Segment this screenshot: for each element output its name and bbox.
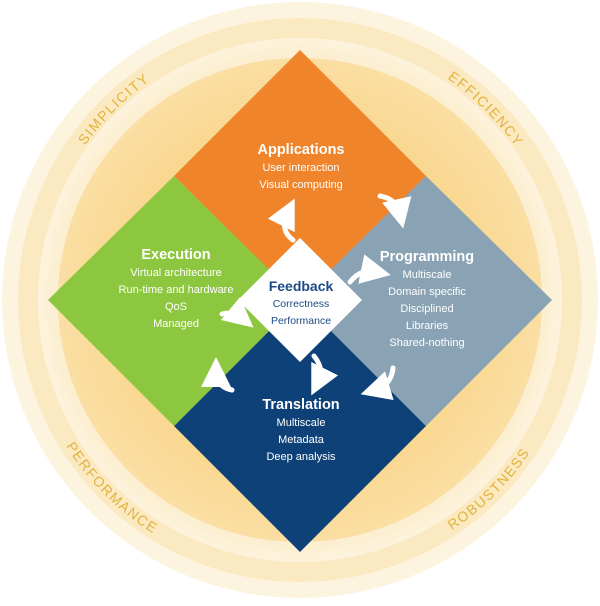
- execution-item: Run-time and hardware: [119, 284, 234, 296]
- translation-title: Translation: [262, 397, 339, 413]
- applications-item: User interaction: [262, 162, 339, 174]
- programming-title: Programming: [380, 249, 474, 265]
- programming-quadrant: [300, 176, 552, 426]
- applications-title: Applications: [257, 142, 344, 158]
- translation-item: Deep analysis: [266, 451, 336, 463]
- execution-item: Virtual architecture: [130, 267, 222, 279]
- programming-item: Domain specific: [388, 286, 466, 298]
- execution-item: QoS: [165, 301, 187, 313]
- feedback-item: Performance: [271, 315, 331, 327]
- programming-item: Shared-nothing: [389, 337, 464, 349]
- arrow-into-feedback-icon: [219, 296, 254, 328]
- arrow-curve-down-left-icon: [360, 365, 396, 401]
- arrow-up-icon: [267, 198, 296, 243]
- applications-item: Visual computing: [259, 179, 343, 191]
- arrow-right-icon: [347, 254, 391, 285]
- programming-item: Disciplined: [400, 303, 453, 315]
- arrow-curve-up-left-icon: [201, 357, 235, 393]
- arrow-curve-right-icon: [377, 193, 412, 229]
- programming-item: Multiscale: [403, 269, 452, 281]
- translation-item: Multiscale: [277, 417, 326, 429]
- feedback-title: Feedback: [269, 278, 334, 294]
- feedback-diamond: [238, 238, 362, 362]
- execution-title: Execution: [141, 247, 210, 263]
- arrow-down-icon: [311, 353, 339, 396]
- programming-item: Libraries: [406, 320, 449, 332]
- translation-item: Metadata: [278, 434, 325, 446]
- execution-quadrant: [48, 176, 300, 426]
- flow-arrows: [201, 193, 412, 401]
- feedback-item: Correctness: [273, 298, 330, 310]
- execution-item: Managed: [153, 318, 199, 330]
